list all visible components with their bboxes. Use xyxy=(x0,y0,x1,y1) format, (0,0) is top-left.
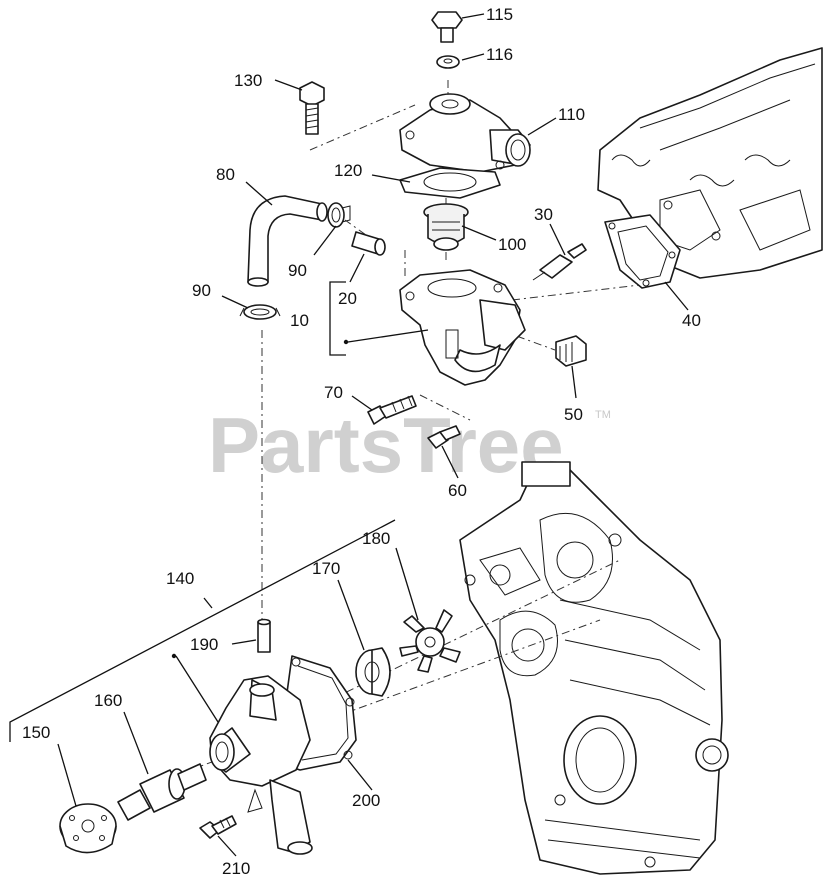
callout-10: 10 xyxy=(290,311,309,330)
gasket-120 xyxy=(399,167,501,199)
callout-100: 100 xyxy=(498,235,526,254)
callout-115: 115 xyxy=(486,5,513,24)
thermostat-cover-110 xyxy=(399,93,531,173)
callout-130: 130 xyxy=(234,71,262,90)
callout-210: 210 xyxy=(222,859,250,878)
callout-labels: 115 116 130 110 120 80 30 100 90 20 90 1… xyxy=(22,5,701,878)
leader-lines xyxy=(9,13,689,857)
callout-200: 200 xyxy=(352,791,380,810)
callout-70: 70 xyxy=(324,383,343,402)
thermostat-100 xyxy=(423,203,469,251)
pipe-20 xyxy=(351,231,386,256)
bolt-70 xyxy=(367,395,417,425)
callout-60: 60 xyxy=(448,481,467,500)
impeller-180 xyxy=(399,609,461,673)
callout-170: 170 xyxy=(312,559,340,578)
flange-150 xyxy=(59,803,117,854)
gasket-40 xyxy=(604,214,681,289)
washer-116 xyxy=(436,55,460,69)
watermark-trademark: TM xyxy=(595,409,611,421)
callout-150: 150 xyxy=(22,723,50,742)
callout-90-lower: 90 xyxy=(192,281,211,300)
callout-80: 80 xyxy=(216,165,235,184)
callout-90-upper: 90 xyxy=(288,261,307,280)
callout-190: 190 xyxy=(190,635,218,654)
engine-block-lower xyxy=(459,461,729,875)
bolt-210 xyxy=(199,815,237,839)
clamp-90-lower xyxy=(239,304,281,320)
callout-110: 110 xyxy=(558,105,585,124)
pin-190 xyxy=(257,618,271,653)
callout-40: 40 xyxy=(682,311,701,330)
hose-80 xyxy=(247,195,328,287)
bolt-60 xyxy=(427,425,461,449)
assembly-center-lines xyxy=(189,80,641,771)
callout-50: 50 xyxy=(564,405,583,424)
seal-170 xyxy=(355,647,391,697)
callout-20: 20 xyxy=(338,289,357,308)
plug-50 xyxy=(555,335,587,367)
clamp-90-upper xyxy=(327,202,351,228)
callout-30: 30 xyxy=(534,205,553,224)
shaft-160 xyxy=(117,763,207,821)
callout-180: 180 xyxy=(362,529,390,548)
thermostat-housing-10 xyxy=(399,269,526,386)
callout-116: 116 xyxy=(486,45,513,64)
bolt-130 xyxy=(299,81,325,135)
sensor-30 xyxy=(532,243,587,281)
callout-120: 120 xyxy=(334,161,362,180)
callout-160: 160 xyxy=(94,691,122,710)
plug-bolt-115 xyxy=(431,11,463,43)
pump-body-140 xyxy=(209,655,357,855)
callout-140: 140 xyxy=(166,569,194,588)
